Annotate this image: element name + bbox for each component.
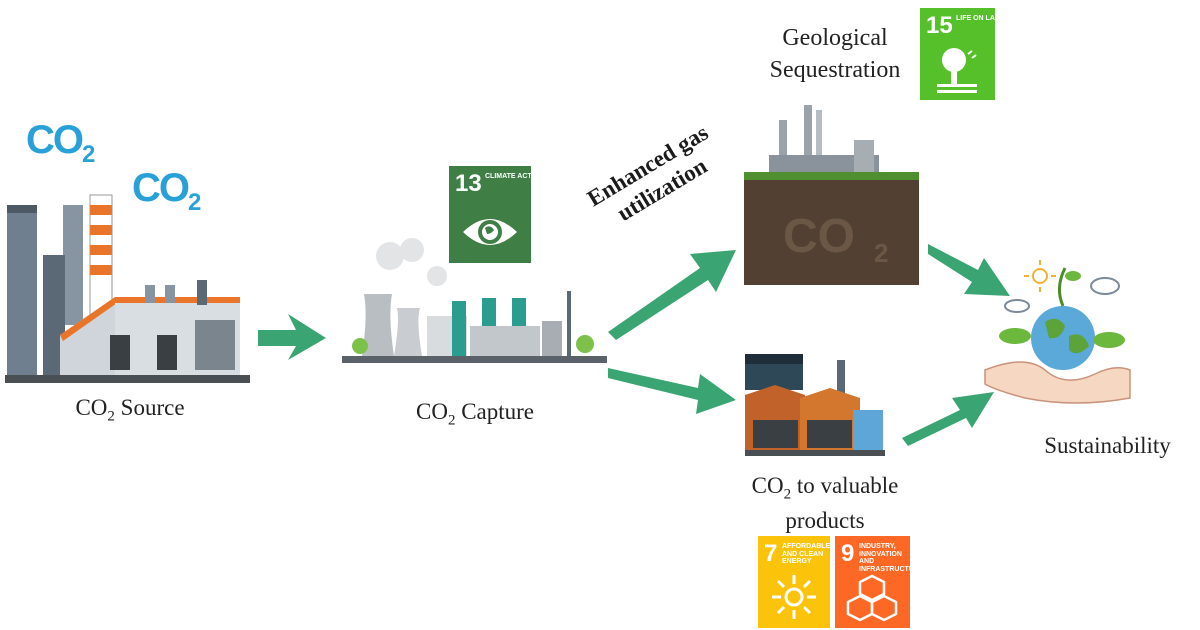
sdg-7-badge: 7 AFFORDABLE AND CLEAN ENERGY (758, 536, 830, 628)
sdg-9-badge: 9 INDUSTRY, INNOVATION AND INFRASTRUCTUR… (835, 536, 924, 628)
geological-label: Geological Sequestration (769, 25, 901, 84)
arrow-products-to-sustainability (902, 392, 994, 446)
source-label: CO2 Source (75, 395, 185, 425)
factory-illustration (5, 194, 250, 383)
enhanced-gas-utilization-label: Enhanced gas utilization (582, 119, 713, 226)
sustainability-illustration (984, 260, 1131, 404)
arrow-capture-to-geological (608, 250, 736, 340)
soil-co2-sub: 2 (874, 238, 888, 268)
eye-globe-icon (463, 219, 517, 245)
cubes-icon (846, 574, 898, 622)
sdg-15-badge: 15 LIFE ON LAND (920, 8, 1005, 100)
capture-label: CO2 Capture (415, 399, 534, 429)
products-factory-illustration (745, 354, 885, 456)
arrow-source-to-capture (258, 314, 326, 360)
sustainability-label: Sustainability (1044, 433, 1171, 458)
co2-badge-2: CO2 (132, 166, 201, 216)
arrow-geological-to-sustainability (928, 244, 1010, 296)
arrow-capture-to-products (608, 368, 736, 414)
sdg-13-badge: 13 CLIMATE ACTION (449, 166, 544, 263)
co2-badge-1: CO2 (26, 118, 95, 168)
capture-plant-illustration (342, 238, 607, 363)
soil-co2-text: CO (783, 210, 855, 263)
tree-icon (937, 48, 977, 93)
geological-sequestration-illustration: CO 2 (744, 105, 919, 285)
sun-icon (772, 575, 816, 619)
products-label: CO2 to valuable products (751, 473, 899, 533)
